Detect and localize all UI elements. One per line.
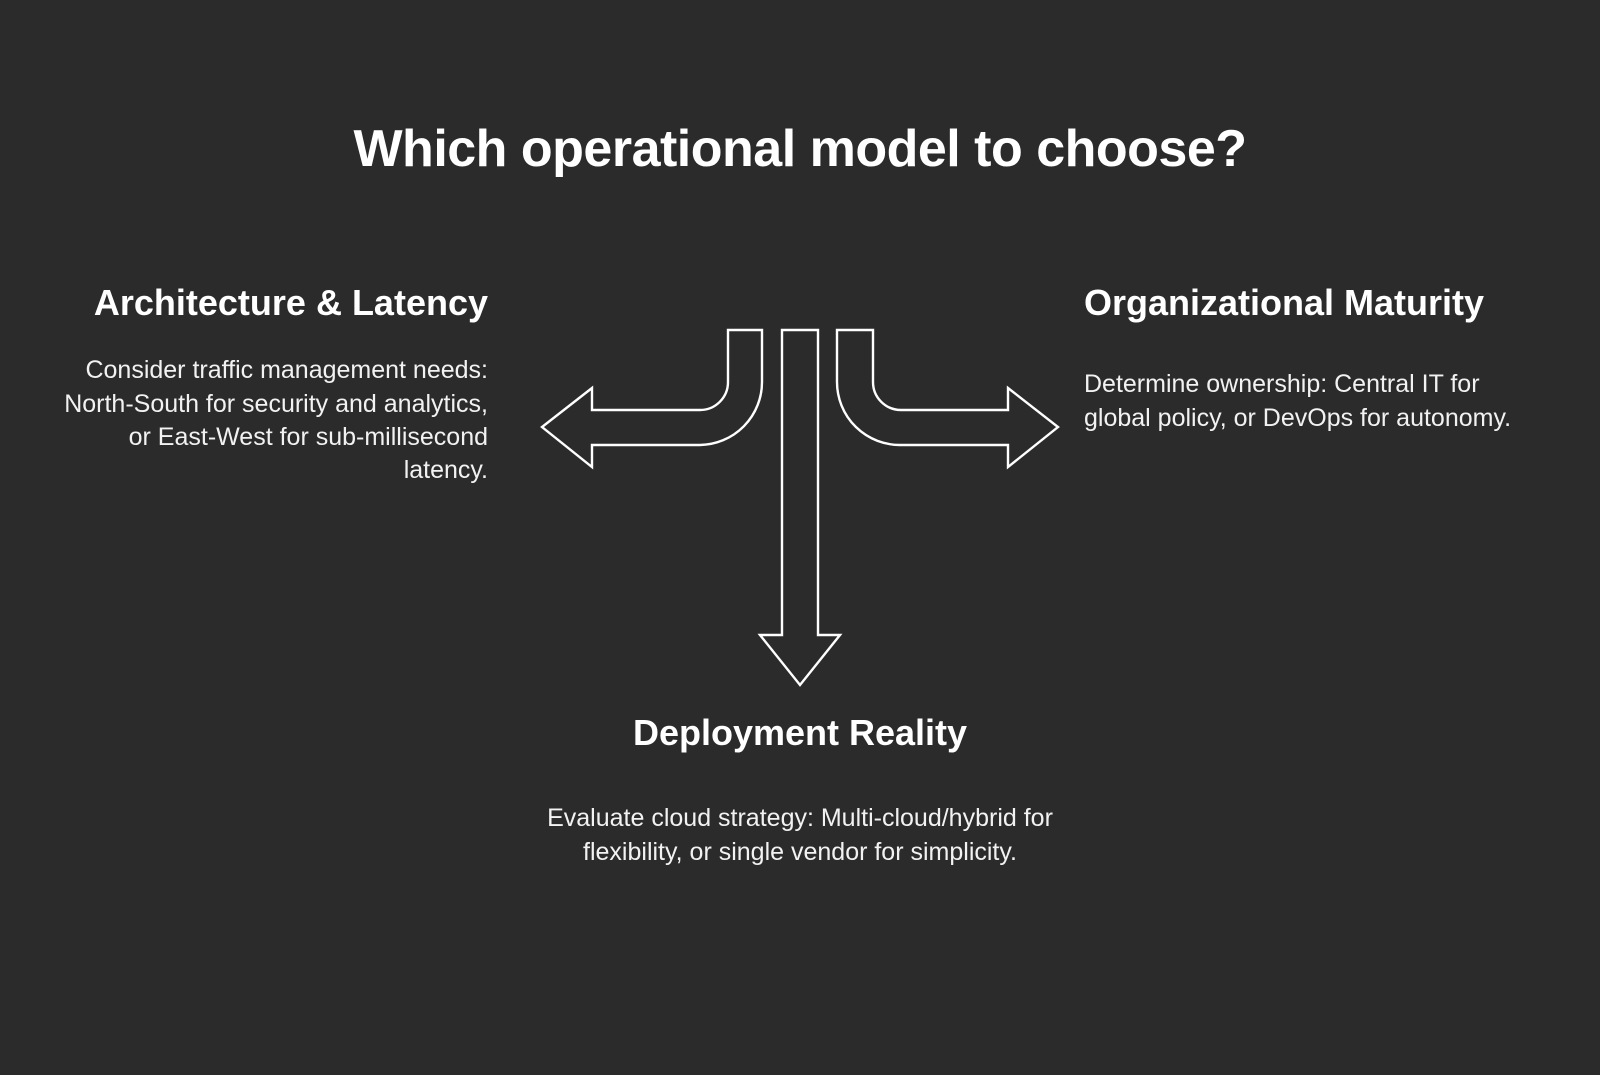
- branch-bottom: Deployment Reality Evaluate cloud strate…: [520, 712, 1080, 869]
- left-curved-arrow: [540, 328, 764, 470]
- branch-right-body: Determine ownership: Central IT for glob…: [1084, 370, 1512, 432]
- three-way-split-arrow-diagram: [520, 300, 1080, 700]
- page-title: Which operational model to choose?: [353, 119, 1247, 178]
- branch-left-heading: Architecture & Latency: [93, 282, 488, 323]
- right-curved-arrow: [835, 328, 1060, 470]
- branch-left-body: Consider traffic management needs: North…: [64, 356, 488, 485]
- branch-right: Organizational Maturity Determine owners…: [1084, 282, 1514, 435]
- branch-left: Architecture & Latency Consider traffic …: [40, 282, 488, 487]
- down-straight-arrow: [757, 328, 843, 687]
- branch-right-heading: Organizational Maturity: [1084, 282, 1485, 323]
- branch-bottom-heading: Deployment Reality: [632, 712, 968, 753]
- branch-bottom-body: Evaluate cloud strategy: Multi-cloud/hyb…: [547, 804, 1053, 866]
